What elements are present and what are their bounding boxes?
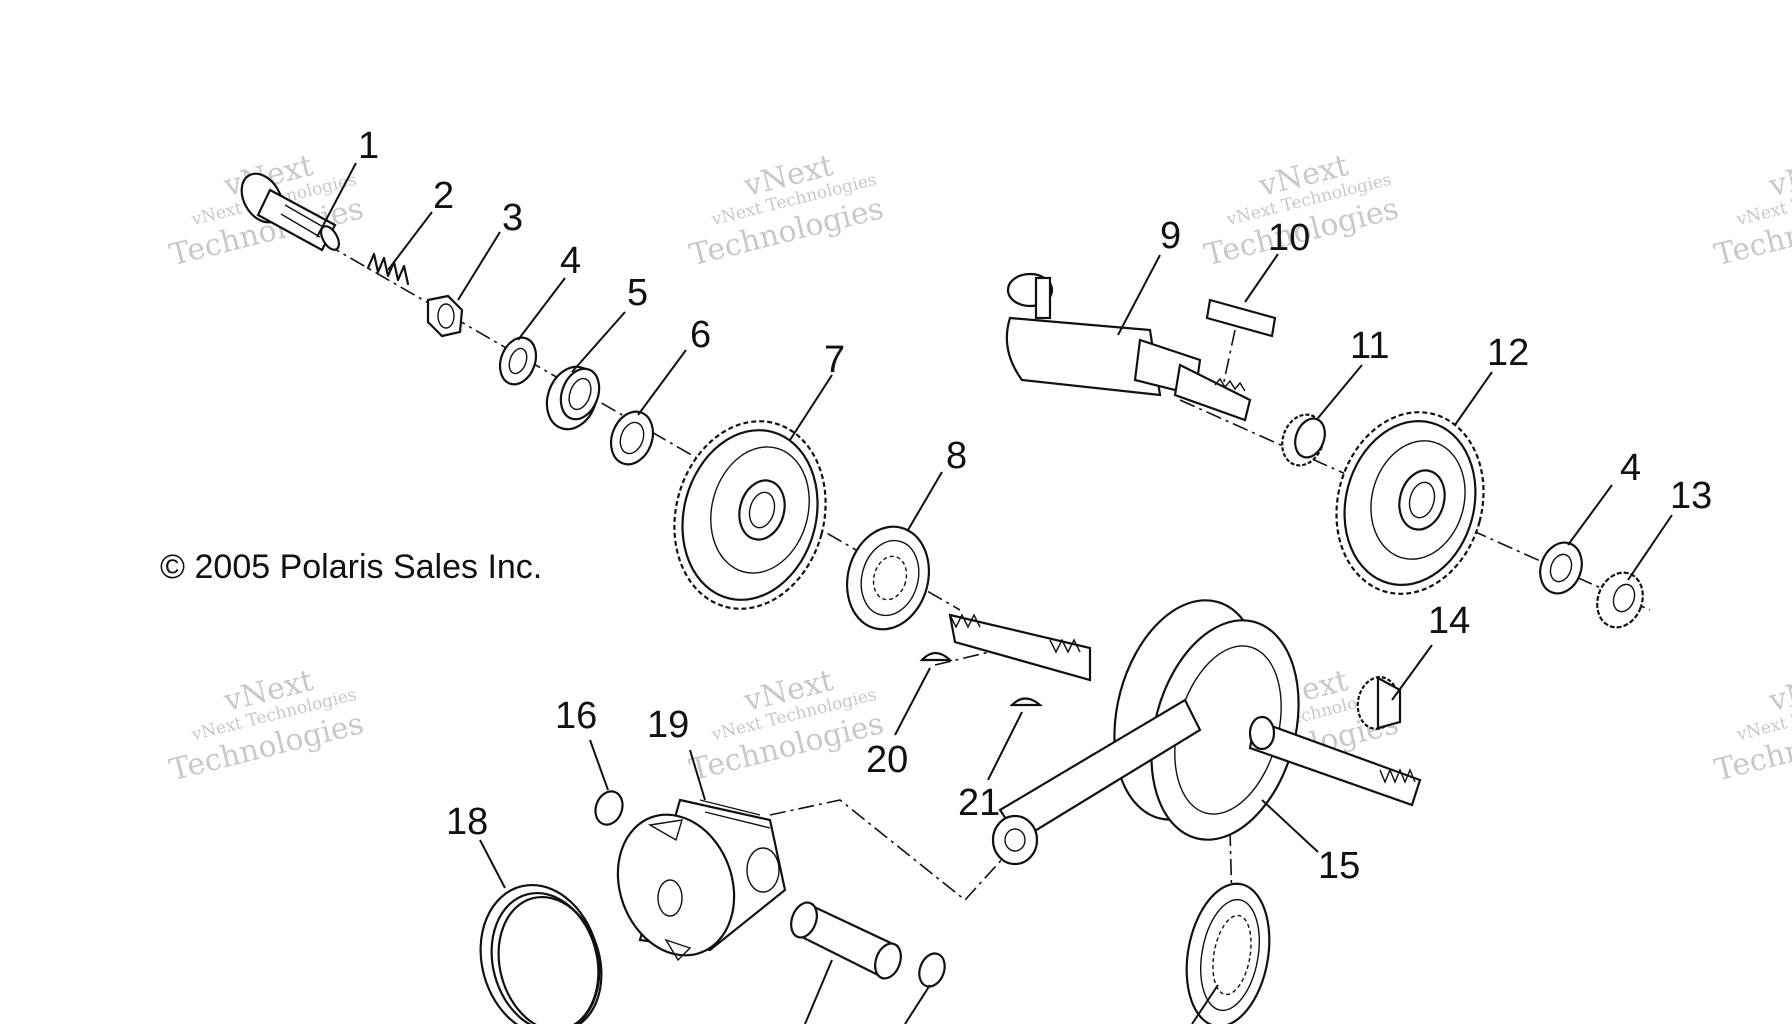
part-18-piston-rings [479, 883, 603, 1024]
callout-1: 1 [358, 125, 379, 167]
part-lower-bearing [1185, 882, 1271, 1024]
leader-18 [479, 839, 506, 889]
part-4-washer-left [498, 336, 538, 386]
part-11-ratchet [1281, 413, 1326, 467]
part-1-shaft [240, 172, 340, 252]
callout-12: 12 [1487, 332, 1529, 374]
leader-13 [1627, 514, 1673, 581]
callout-4a: 4 [560, 240, 581, 282]
part-4-washer-right [1539, 541, 1583, 595]
leader-pin [804, 959, 833, 1024]
callout-9: 9 [1160, 215, 1181, 257]
part-piston-pin [790, 901, 902, 980]
callout-11: 11 [1350, 325, 1389, 367]
leader-clip-lower [904, 984, 931, 1024]
callout-18: 18 [446, 801, 488, 843]
part-10-key [1205, 298, 1277, 338]
leader-12 [1454, 371, 1493, 426]
watermark-tile-4: vNext vNext Technologies Technologies [1711, 148, 1792, 273]
part-20-woodruff-key [919, 651, 953, 662]
callout-14: 14 [1428, 600, 1470, 642]
part-5-bushing [545, 365, 601, 431]
part-19-piston [616, 798, 787, 962]
watermark-tile-8: vNext vNext Technologies Technologies [1711, 663, 1792, 788]
svg-text:vNext: vNext [1765, 148, 1792, 204]
part-13-nut [1596, 571, 1644, 629]
callout-10: 10 [1268, 217, 1310, 259]
part-15-crankshaft [948, 599, 1422, 866]
part-7-gear [673, 420, 827, 610]
part-12-gear [1335, 411, 1485, 595]
axis-piston-conrod [769, 799, 1016, 902]
leader-7 [789, 374, 833, 441]
leader-6 [637, 349, 687, 416]
callout-13: 13 [1670, 475, 1712, 517]
callout-15: 15 [1318, 845, 1360, 887]
callout-4b: 4 [1620, 447, 1641, 489]
leader-8 [907, 471, 943, 531]
axis-upper-left [249, 199, 961, 611]
leader-10 [1244, 253, 1279, 303]
leader-1 [316, 162, 357, 238]
leader-4a [517, 277, 566, 341]
callout-2: 2 [433, 175, 454, 217]
callout-6: 6 [690, 314, 711, 356]
leader-lower-bearing [1191, 984, 1219, 1024]
callout-5: 5 [627, 272, 648, 314]
callout-8: 8 [946, 435, 967, 477]
leader-16 [589, 739, 609, 791]
callout-3: 3 [502, 197, 523, 239]
watermark-tile-5: vNext vNext Technologies Technologies [166, 663, 367, 788]
part-piston-clip-lower [918, 952, 946, 988]
callout-20: 20 [866, 739, 908, 781]
part-16-clip [594, 790, 624, 826]
leader-3 [457, 231, 501, 301]
part-6-washer [609, 410, 655, 466]
leader-11 [1317, 364, 1363, 419]
leader-20 [894, 667, 931, 736]
svg-text:vNext: vNext [1765, 663, 1792, 719]
leader-2 [387, 211, 433, 271]
callout-19: 19 [647, 704, 689, 746]
watermark-tile-2: vNext vNext Technologies Technologies [686, 148, 887, 273]
copyright-notice: © 2005 Polaris Sales Inc. [160, 548, 542, 586]
leader-15 [1261, 799, 1319, 853]
part-14-sprocket [1356, 676, 1402, 730]
watermark-tile-6: vNext vNext Technologies Technologies [686, 663, 887, 788]
leader-14 [1391, 644, 1433, 701]
part-8-bearing [845, 525, 931, 631]
callout-7: 7 [824, 339, 845, 381]
leader-21 [987, 711, 1023, 781]
leader-5 [571, 311, 626, 373]
leader-4b [1567, 484, 1613, 546]
callout-16: 16 [555, 695, 597, 737]
callout-21: 21 [958, 782, 1000, 824]
leader-19 [689, 749, 706, 801]
part-2-spring [366, 252, 410, 286]
part-3-nut [426, 294, 464, 338]
part-9-shaft-assembly [1005, 272, 1252, 422]
leader-9 [1117, 254, 1161, 336]
part-21-woodruff-key [1009, 697, 1043, 707]
